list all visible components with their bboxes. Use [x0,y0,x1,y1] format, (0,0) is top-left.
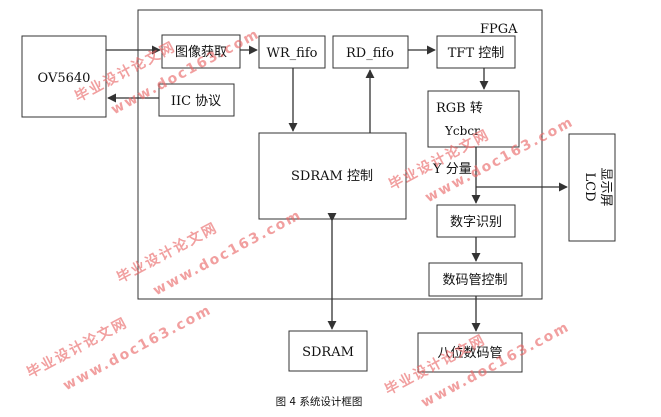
svg-text:数码管控制: 数码管控制 [442,273,507,288]
image-capture-block: 图像获取 [161,34,241,69]
svg-text:SDRAM: SDRAM [302,345,354,360]
svg-text:TFT 控制: TFT 控制 [448,46,505,61]
ov5640-block: OV5640 [21,35,107,118]
fpga-label: FPGA [480,22,518,37]
tft-control-block: TFT 控制 [436,35,516,69]
svg-text:数字识别: 数字识别 [450,215,502,230]
svg-text:图像获取: 图像获取 [175,45,227,60]
svg-text:OV5640: OV5640 [38,71,91,86]
svg-text:WR_fifo: WR_fifo [267,46,318,61]
rgb-to-ycbcr-block: RGB 转 Ycbcr [427,90,520,148]
svg-text:IIC 协议: IIC 协议 [171,94,221,109]
rd-fifo-block: RD_fifo [332,35,409,69]
eight-digit-segment-block: 八位数码管 [417,332,523,373]
iic-protocol-block: IIC 协议 [158,83,235,117]
sdram-block: SDRAM [288,330,368,372]
lcd-display-block: LCD 显示屏 [568,133,616,242]
y-component-label: Y 分量 [432,162,472,177]
svg-text:LCD: LCD [582,172,597,201]
digit-recognition-block: 数字识别 [436,204,516,238]
svg-text:Ycbcr: Ycbcr [444,124,480,138]
sdram-control-block: SDRAM 控制 [258,132,407,220]
svg-text:RGB 转: RGB 转 [436,101,483,116]
svg-text:SDRAM 控制: SDRAM 控制 [291,169,373,184]
svg-text:RD_fifo: RD_fifo [346,46,394,61]
svg-text:八位数码管: 八位数码管 [437,346,502,361]
svg-text:显示屏: 显示屏 [598,167,613,206]
wr-fifo-block: WR_fifo [258,35,326,69]
segment-control-block: 数码管控制 [428,262,523,297]
figure-caption: 图 4 系统设计框图 [276,395,363,408]
